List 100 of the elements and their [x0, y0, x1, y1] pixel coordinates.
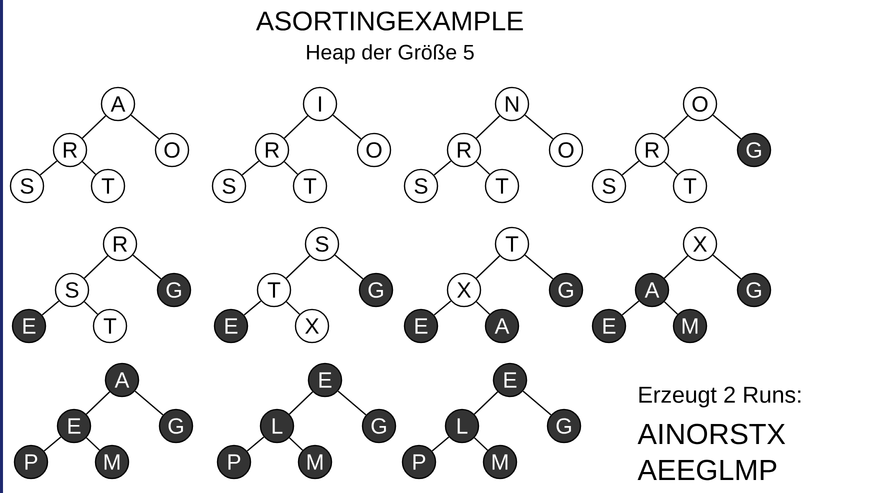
run-text: AEEGLMP — [638, 460, 776, 480]
tree-node: O — [154, 132, 190, 168]
filled-tree-node: M — [94, 444, 130, 480]
tree-edge — [242, 160, 260, 176]
tree-edge — [476, 255, 500, 279]
tree-node: S — [10, 168, 44, 204]
tree-edge — [44, 436, 62, 452]
tree-edge — [476, 161, 490, 175]
filled-tree-node: M — [672, 308, 708, 344]
tree-edge — [338, 390, 366, 416]
filled-tree-node: G — [736, 272, 772, 308]
filled-tree-node: A — [484, 308, 520, 344]
tree-edge — [476, 115, 500, 139]
filled-tree-node: L — [444, 408, 480, 444]
tree-edge — [622, 300, 640, 316]
tree-node: S — [54, 272, 90, 308]
tree-node: T — [292, 168, 328, 204]
tree-edge — [524, 254, 554, 280]
tree-edge — [664, 115, 688, 139]
tree-node: R — [52, 132, 88, 168]
tree-node: O — [682, 86, 718, 122]
tree-node: X — [682, 226, 718, 262]
tree-node: A — [100, 86, 136, 122]
tree-edge — [712, 254, 742, 280]
tree-edge — [82, 115, 106, 139]
filled-tree-node: E — [404, 308, 438, 344]
filled-tree-node: E — [214, 308, 248, 344]
tree-edge — [86, 437, 100, 451]
tree-edge — [334, 254, 364, 280]
tree-node: T — [256, 272, 292, 308]
filled-tree-node: G — [362, 408, 396, 444]
filled-tree-node: G — [736, 132, 772, 168]
tree-edge — [474, 437, 488, 451]
filled-tree-node: P — [14, 444, 48, 480]
tree-edge — [84, 255, 108, 279]
tree-edge — [434, 160, 452, 176]
tree-node: S — [592, 168, 626, 204]
filled-tree-node: E — [12, 308, 46, 344]
tree-node: X — [294, 308, 330, 344]
note-text: Erzeugt 2 Runs: — [639, 386, 800, 408]
tree-edge — [664, 255, 688, 279]
tree-node: X — [446, 272, 482, 308]
tree-edge — [284, 115, 308, 139]
filled-tree-node: G — [358, 272, 394, 308]
filled-tree-node: A — [634, 272, 670, 308]
tree-node: R — [634, 132, 670, 168]
tree-edge — [474, 391, 498, 415]
filled-tree-node: E — [592, 308, 626, 344]
tree-node: T — [92, 308, 128, 344]
filled-tree-node: P — [216, 444, 252, 480]
tree-edge — [244, 300, 262, 316]
filled-tree-node: G — [548, 272, 584, 308]
tree-node: O — [548, 132, 584, 168]
filled-tree-node: E — [308, 362, 342, 398]
tree-edge — [664, 301, 678, 315]
tree-edge — [289, 437, 303, 451]
tree-edge — [134, 390, 164, 416]
tree-node: O — [356, 132, 392, 168]
tree-edge — [476, 301, 490, 315]
tree-edge — [286, 255, 310, 279]
tree-node: R — [254, 132, 290, 168]
tree-node: T — [90, 168, 126, 204]
tree-edge — [130, 114, 160, 140]
tree-node: T — [484, 168, 520, 204]
filled-tree-node: G — [546, 408, 582, 444]
filled-tree-node: M — [482, 444, 518, 480]
tree-edge — [284, 161, 298, 175]
tree-edge — [86, 391, 110, 415]
tree-node: T — [672, 168, 708, 204]
tree-edge — [332, 114, 362, 140]
tree-edge — [132, 254, 162, 280]
tree-edge — [522, 390, 552, 416]
subtitle: Heap der Größe 5 — [307, 44, 474, 64]
tree-edge — [434, 300, 452, 316]
tree-node: I — [302, 86, 338, 122]
tree-node: N — [494, 86, 530, 122]
tree-edge — [288, 391, 314, 415]
tree-node: R — [102, 226, 138, 262]
tree-edge — [84, 301, 98, 315]
filled-tree-node: P — [402, 444, 436, 480]
tree-node: R — [446, 132, 482, 168]
run-text: AINORSTX — [638, 424, 786, 444]
tree-edge — [42, 300, 60, 316]
tree-node: T — [494, 226, 530, 262]
tree-edge — [432, 436, 450, 452]
tree-edge — [246, 436, 264, 452]
tree-edge — [82, 161, 96, 175]
filled-tree-node: E — [492, 362, 528, 398]
filled-tree-node: G — [158, 408, 194, 444]
tree-edge — [664, 161, 678, 175]
filled-tree-node: E — [56, 408, 92, 444]
filled-tree-node: L — [260, 408, 294, 444]
tree-node: S — [304, 226, 340, 262]
tree-node: S — [404, 168, 438, 204]
tree-edge — [712, 114, 742, 140]
tree-edge — [622, 160, 640, 176]
title: ASORTINGEXAMPLE — [256, 11, 523, 31]
tree-edge — [286, 301, 300, 315]
filled-tree-node: M — [298, 444, 332, 480]
filled-tree-node: G — [156, 272, 192, 308]
